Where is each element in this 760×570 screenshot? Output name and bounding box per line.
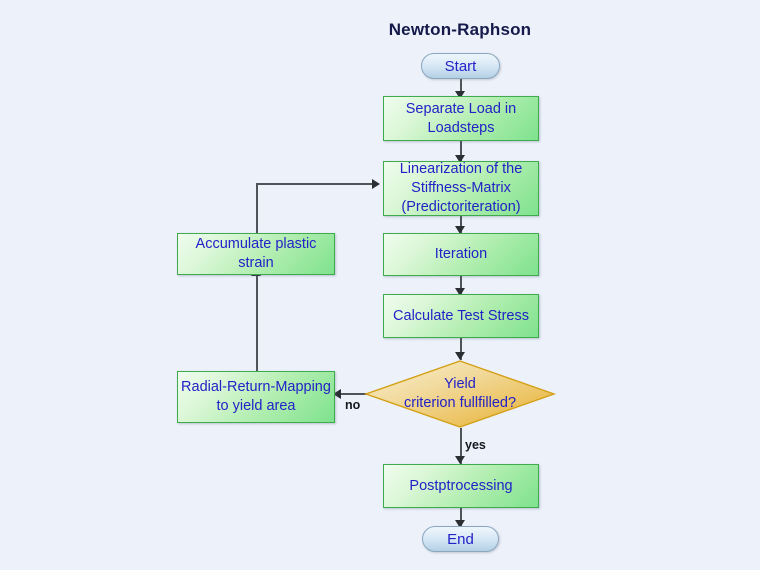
node-radial-return-mapping[interactable]: Radial-Return-Mapping to yield area — [177, 371, 335, 423]
node-linearization-line3: (Predictoriteration) — [401, 199, 521, 215]
node-separate-load-line2: Loadsteps — [427, 119, 495, 136]
node-linearization-line2: Stiffness-Matrix — [411, 180, 511, 196]
arrowhead-end — [455, 520, 465, 528]
node-accumulate-label: Accumulate plastic strain — [195, 236, 317, 271]
node-postprocessing-label: Postptrocessing — [409, 477, 513, 494]
node-start[interactable]: Start — [421, 53, 500, 79]
connector-calcstress-yield — [460, 338, 462, 360]
arrowhead-radial — [333, 389, 341, 399]
node-end-label: End — [447, 530, 474, 548]
arrowhead-calcstress — [455, 288, 465, 296]
node-linearization[interactable]: Linearization of the Stiffness-Matrix (P… — [383, 161, 539, 216]
connector-separate-linearization — [460, 141, 462, 161]
edge-label-yes: yes — [465, 438, 486, 452]
node-separate-load-line1: Separate Load in — [405, 100, 517, 117]
decision-diamond-shape — [363, 360, 557, 428]
node-iteration-label: Iteration — [434, 246, 488, 262]
node-yield-decision[interactable]: Yield criterion fullfilled? — [363, 360, 557, 428]
node-separate-load[interactable]: Separate Load in Loadsteps — [383, 96, 539, 141]
connector-radial-accumulate — [256, 275, 258, 371]
arrowhead-postproc — [455, 456, 465, 464]
node-postprocessing[interactable]: Postptrocessing — [383, 464, 539, 508]
connector-accumulate-right — [256, 183, 378, 185]
node-iteration[interactable]: Iteration — [383, 233, 539, 276]
arrowhead-yield — [455, 352, 465, 360]
node-calculate-test-stress[interactable]: Calculate Test Stress — [383, 294, 539, 338]
arrowhead-linearization — [455, 155, 465, 163]
connector-postproc-end — [460, 508, 462, 526]
node-accumulate-plastic-strain[interactable]: Accumulate plastic strain — [177, 233, 335, 275]
connector-accumulate-up — [256, 183, 258, 233]
diagram-title: Newton-Raphson — [388, 20, 532, 39]
arrowhead-linearization-feedback — [372, 179, 380, 189]
connector-start-separate — [460, 79, 462, 97]
connector-yield-radial — [340, 393, 385, 395]
connector-yield-postproc — [460, 428, 462, 464]
connector-iteration-calcstress — [460, 276, 462, 294]
edge-label-no: no — [345, 398, 361, 412]
arrowhead-separate — [455, 91, 465, 99]
connector-linearization-iteration — [460, 216, 462, 233]
node-start-label: Start — [444, 57, 477, 75]
arrowhead-iteration — [455, 226, 465, 234]
node-linearization-line1: Linearization of the — [399, 161, 523, 177]
node-radial-line2: to yield area — [216, 398, 296, 414]
node-calculate-test-stress-label: Calculate Test Stress — [393, 307, 529, 324]
node-end[interactable]: End — [422, 526, 499, 552]
node-radial-line1: Radial-Return-Mapping — [181, 379, 331, 395]
